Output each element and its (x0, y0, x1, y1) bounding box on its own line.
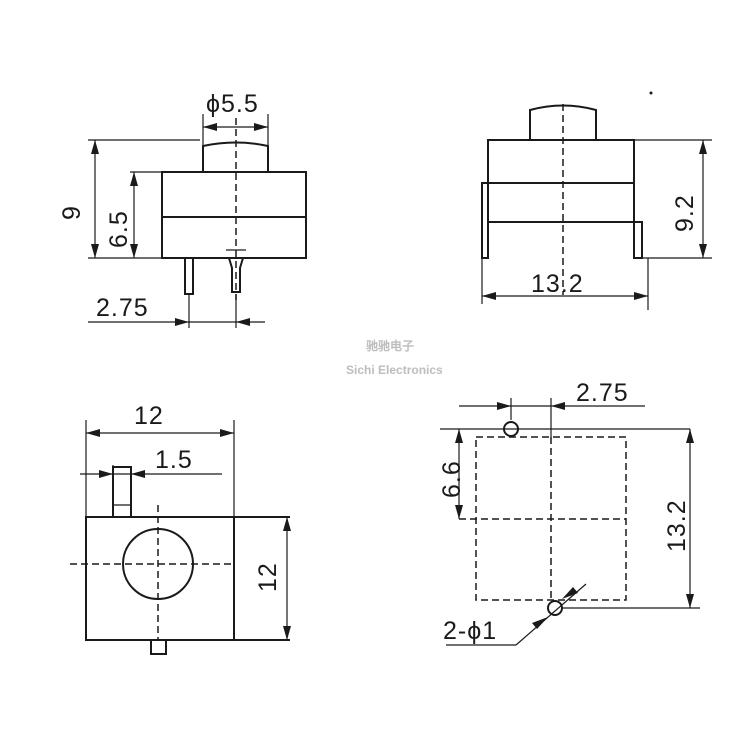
watermark-chinese: 驰驰电子 (366, 338, 414, 353)
bottom-pin (150, 639, 167, 655)
side-leg-left (481, 182, 489, 259)
front-pin-right (227, 257, 245, 293)
footprint-hole-bottom (547, 600, 563, 616)
side-width-label: 13.2 (531, 270, 584, 298)
side-leg-right (633, 221, 643, 259)
footprint-height-label: 13.2 (663, 499, 691, 552)
top-width-label: 12 (134, 402, 164, 430)
side-view: 9.2 13.2 (481, 104, 712, 310)
watermark: 驰驰电子 Sichi Electronics (346, 338, 443, 377)
top-pin-offset-label: 1.5 (155, 446, 193, 474)
front-height-total-label: 9 (58, 205, 86, 220)
footprint-hole-spec-label: 2-ϕ1 (443, 617, 497, 645)
footprint-pin-pitch-label: 2.75 (576, 379, 629, 407)
side-height-label: 9.2 (671, 194, 699, 232)
watermark-english: Sichi Electronics (346, 363, 443, 377)
top-pin (112, 466, 132, 518)
top-body (85, 516, 235, 641)
front-diameter-label: ϕ5.5 (206, 90, 259, 118)
footprint-half-height-label: 6.6 (438, 460, 466, 498)
front-pin-pitch-label: 2.75 (96, 294, 149, 322)
top-view: 12 1.5 12 (70, 402, 291, 655)
stray-dot (649, 91, 653, 95)
front-view: ϕ5.5 9 6.5 2.75 (58, 90, 307, 328)
side-body (487, 139, 635, 223)
front-pin-left (184, 257, 194, 295)
front-body (161, 171, 307, 259)
footprint-view: 2.75 6.6 13.2 2-ϕ1 (438, 379, 700, 646)
top-depth-label: 12 (254, 562, 282, 592)
front-height-body-label: 6.5 (105, 210, 133, 248)
